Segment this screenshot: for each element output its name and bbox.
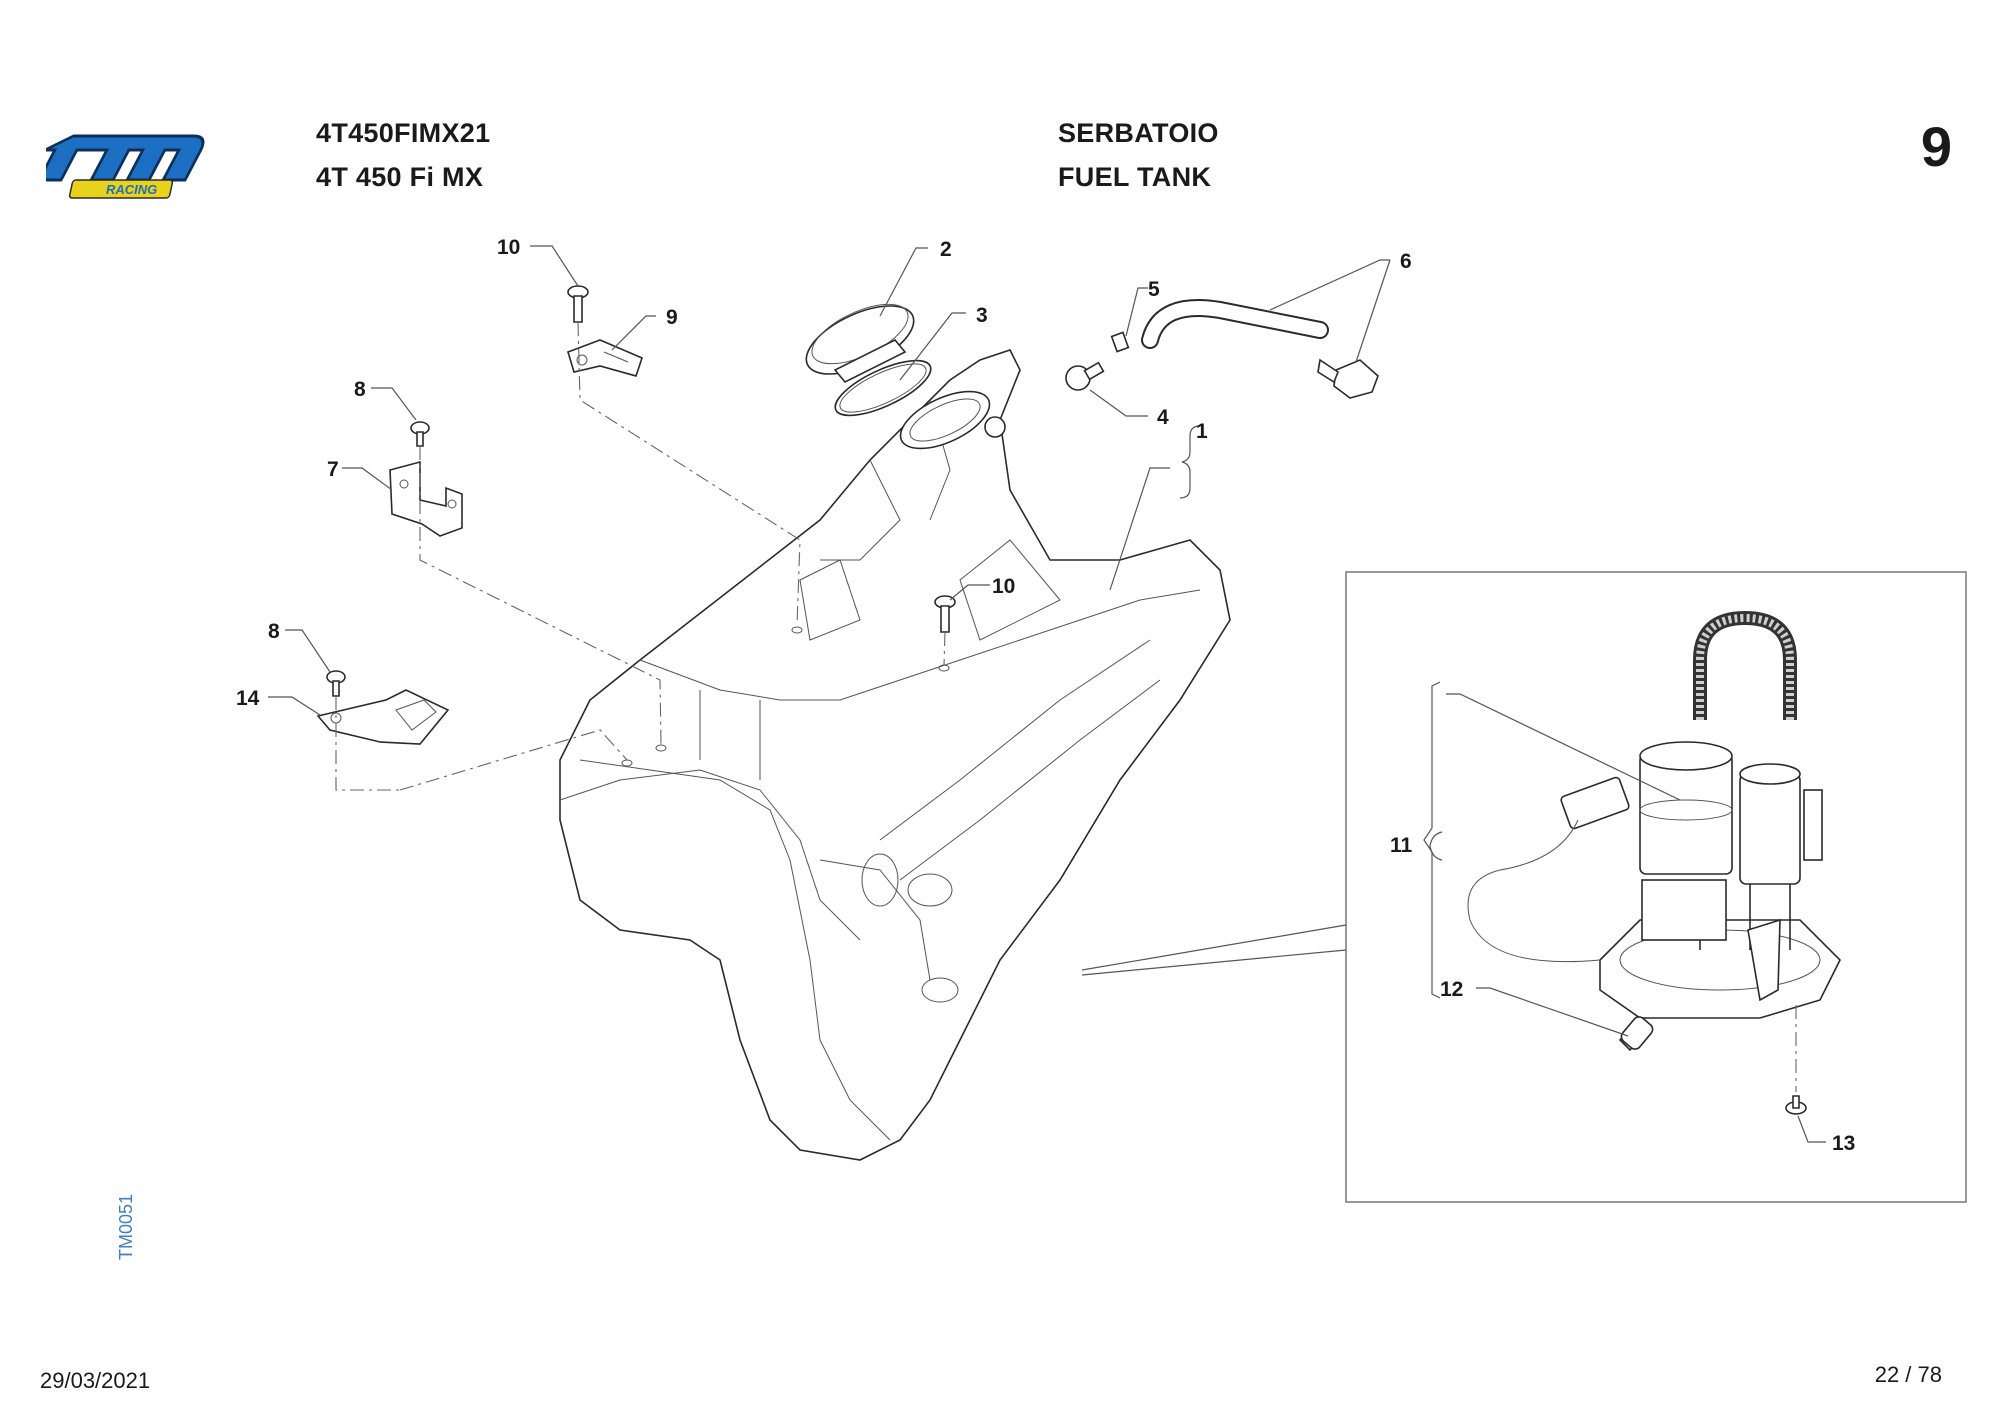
callout-5: 5 xyxy=(1148,278,1160,301)
footer-date: 29/03/2021 xyxy=(40,1368,151,1393)
model-code: 4T450FIMX21 xyxy=(316,118,491,148)
svg-text:RACING: RACING xyxy=(106,182,157,197)
callout-8-upper: 8 xyxy=(354,378,366,401)
callout-2: 2 xyxy=(940,238,952,261)
filler-cap xyxy=(805,303,915,383)
callout-1: 1 xyxy=(1196,420,1208,443)
drawing-code: TM0051 xyxy=(116,1193,136,1260)
o-ring xyxy=(834,359,932,417)
callout-9: 9 xyxy=(666,306,678,329)
bolt-10-mid xyxy=(934,595,956,633)
callout-8-lower: 8 xyxy=(268,620,280,643)
footer-page-count: 22 / 78 xyxy=(1874,1362,1942,1387)
hose-clamp xyxy=(1110,331,1130,353)
callout-14: 14 xyxy=(236,687,260,710)
bolt-8-lower xyxy=(326,670,346,697)
breather-hose xyxy=(1141,299,1379,399)
title-italian: SERBATOIO xyxy=(1058,118,1219,148)
model-name: 4T 450 Fi MX xyxy=(316,162,484,192)
breather-fitting xyxy=(1065,361,1105,391)
callout-7: 7 xyxy=(327,458,339,481)
bracket-14 xyxy=(316,689,450,745)
callout-6: 6 xyxy=(1400,250,1412,273)
bracket-9 xyxy=(567,339,643,377)
bracket-7 xyxy=(389,460,463,537)
section-number: 9 xyxy=(1920,115,1952,178)
fuel-tank xyxy=(559,349,1231,1161)
callout-12: 12 xyxy=(1440,978,1463,1001)
callout-13: 13 xyxy=(1832,1132,1855,1155)
title-english: FUEL TANK xyxy=(1058,162,1212,192)
callout-labels: 10 2 9 3 5 6 8 7 4 1 10 8 14 11 12 13 xyxy=(236,236,1855,1155)
bolt-10-top xyxy=(567,285,589,323)
callout-4: 4 xyxy=(1157,406,1169,429)
fuel-pump-detail-box xyxy=(1081,571,1967,1203)
callout-11: 11 xyxy=(1390,834,1413,857)
callout-3: 3 xyxy=(976,304,988,327)
bolt-8-upper xyxy=(410,421,430,447)
callout-10-mid: 10 xyxy=(992,575,1015,598)
callout-10-top: 10 xyxy=(497,236,520,259)
leader-lines xyxy=(268,245,1826,1143)
tm-racing-logo: RACING xyxy=(46,134,205,199)
